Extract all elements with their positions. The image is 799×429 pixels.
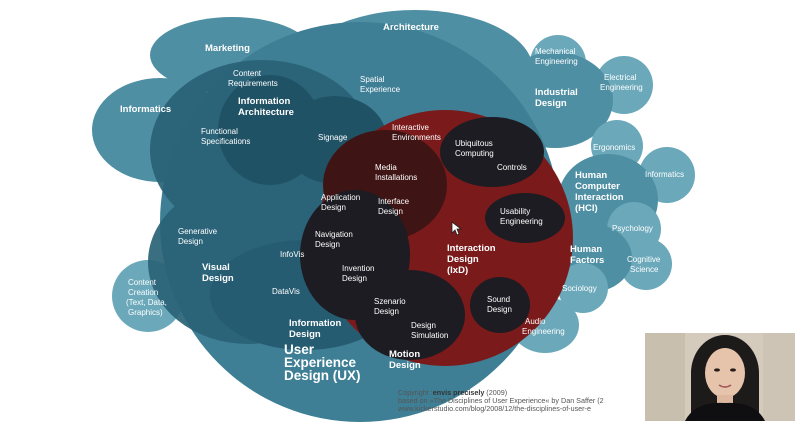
- label-infovis: InfoVis: [280, 250, 304, 259]
- label-generative-design-1: Generative: [178, 227, 218, 236]
- label-sound-design-2: Design: [487, 305, 512, 314]
- label-content-creation-1: Content: [128, 278, 157, 287]
- label-content-creation-4: Graphics): [128, 308, 163, 317]
- copyright-line-3: www.kickerstudio.com/blog/2008/12/the-di…: [397, 404, 591, 413]
- label-invention-design-1: Invention: [342, 264, 374, 273]
- cognitive-science-bubble: [620, 238, 672, 290]
- label-informatics-right: Informatics: [645, 170, 684, 179]
- label-interaction-design-1: Interaction: [447, 243, 496, 254]
- label-audio-engineering-1: Audio: [525, 317, 546, 326]
- label-information-architecture-1: Information: [238, 96, 290, 107]
- label-interface-design-2: Design: [378, 207, 403, 216]
- label-spatial-experience-1: Spatial: [360, 75, 385, 84]
- label-interactive-environments-2: Environments: [392, 133, 441, 142]
- label-navigation-design-2: Design: [315, 240, 340, 249]
- label-functional-specifications-2: Specifications: [201, 137, 250, 146]
- label-ubiquitous-computing-2: Computing: [455, 149, 494, 158]
- label-marketing: Marketing: [205, 43, 250, 54]
- label-navigation-design-1: Navigation: [315, 230, 353, 239]
- label-hci-3: Interaction: [575, 192, 624, 203]
- copyright-line-2: based on »The Disciplines of User Experi…: [398, 396, 604, 405]
- label-industrial-design-2: Design: [535, 98, 567, 109]
- label-invention-design-2: Design: [342, 274, 367, 283]
- label-ux-title-1: User: [284, 342, 315, 357]
- copyright-author: envis precisely: [433, 388, 485, 397]
- label-interactive-environments-1: Interactive: [392, 123, 429, 132]
- label-visual-design-1: Visual: [202, 262, 230, 273]
- scenario-design-overlap: [355, 270, 465, 360]
- label-generative-design-2: Design: [178, 237, 203, 246]
- label-psychology: Psychology: [612, 224, 653, 233]
- label-content-requirements-1: Content: [233, 69, 262, 78]
- label-scenario-design-1: Szenario: [374, 297, 406, 306]
- label-scenario-design-2: Design: [374, 307, 399, 316]
- label-spatial-experience-2: Experience: [360, 85, 401, 94]
- label-controls: Controls: [497, 163, 527, 172]
- copyright-year: (2009): [484, 388, 507, 397]
- labels: Marketing Architecture Informatics Conte…: [120, 22, 684, 383]
- label-hci-1: Human: [575, 170, 607, 181]
- label-interaction-design-2: Design: [447, 254, 479, 265]
- label-datavis: DataVis: [272, 287, 300, 296]
- label-media-installations-1: Media: [375, 163, 397, 172]
- label-information-architecture-2: Architecture: [238, 107, 294, 118]
- copyright-line-1: Copyright :envis precisely (2009): [398, 388, 507, 397]
- copyright-block: Copyright :envis precisely (2009) based …: [397, 388, 604, 413]
- label-usability-engineering-1: Usability: [500, 207, 530, 216]
- label-functional-specifications-1: Functional: [201, 127, 238, 136]
- label-industrial-design-1: Industrial: [535, 87, 578, 98]
- label-content-requirements-2: Requirements: [228, 79, 278, 88]
- label-cognitive-science-2: Science: [630, 265, 659, 274]
- overlap-regions: [148, 60, 400, 350]
- label-ergonomics: Ergonomics: [593, 143, 635, 152]
- label-media-installations-2: Installations: [375, 173, 417, 182]
- label-mechanical-engineering-2: Engineering: [535, 57, 578, 66]
- label-ubiquitous-computing-1: Ubiquitous: [455, 139, 493, 148]
- label-design-simulation-1: Design: [411, 321, 436, 330]
- label-design-simulation-2: Simulation: [411, 331, 448, 340]
- label-architecture: Architecture: [383, 22, 439, 33]
- label-application-design-2: Design: [321, 203, 346, 212]
- label-content-creation-3: (Text, Data,: [126, 298, 167, 307]
- usability-engineering-overlap: [485, 193, 565, 243]
- copyright-prefix: Copyright :: [398, 388, 433, 397]
- sociology-bubble: [558, 263, 608, 313]
- label-ux-title-3: Design (UX): [284, 368, 361, 383]
- label-informatics-left: Informatics: [120, 104, 171, 115]
- label-cognitive-science-1: Cognitive: [627, 255, 661, 264]
- label-sound-design-1: Sound: [487, 295, 510, 304]
- label-information-design-2: Design: [289, 329, 321, 340]
- label-human-factors-2: Factors: [570, 255, 604, 266]
- label-application-design-1: Application: [321, 193, 360, 202]
- label-sociology: Sociology: [562, 284, 597, 293]
- label-mechanical-engineering-1: Mechanical: [535, 47, 576, 56]
- mouse-pointer-icon: [451, 221, 463, 236]
- label-electrical-engineering-2: Engineering: [600, 83, 643, 92]
- label-motion-design-2: Design: [389, 360, 421, 371]
- label-audio-engineering-2: Engineering: [522, 327, 565, 336]
- label-electrical-engineering-1: Electrical: [604, 73, 637, 82]
- label-motion-design-1: Motion: [389, 349, 420, 360]
- webcam-presenter: [645, 333, 795, 421]
- label-ux-title-2: Experience: [284, 355, 357, 370]
- sound-design-overlap: [470, 277, 530, 333]
- label-hci-4: (HCI): [575, 203, 598, 214]
- ubiquitous-computing-overlap: [440, 117, 544, 187]
- label-information-design-1: Information: [289, 318, 341, 329]
- label-interface-design-1: Interface: [378, 197, 410, 206]
- label-content-creation-2: Creation: [128, 288, 158, 297]
- label-hci-2: Computer: [575, 181, 620, 192]
- label-visual-design-2: Design: [202, 273, 234, 284]
- label-signage: Signage: [318, 133, 348, 142]
- ixd-overlaps: [300, 117, 565, 360]
- label-usability-engineering-2: Engineering: [500, 217, 543, 226]
- label-human-factors-1: Human: [570, 244, 602, 255]
- label-interaction-design-3: (IxD): [447, 265, 468, 276]
